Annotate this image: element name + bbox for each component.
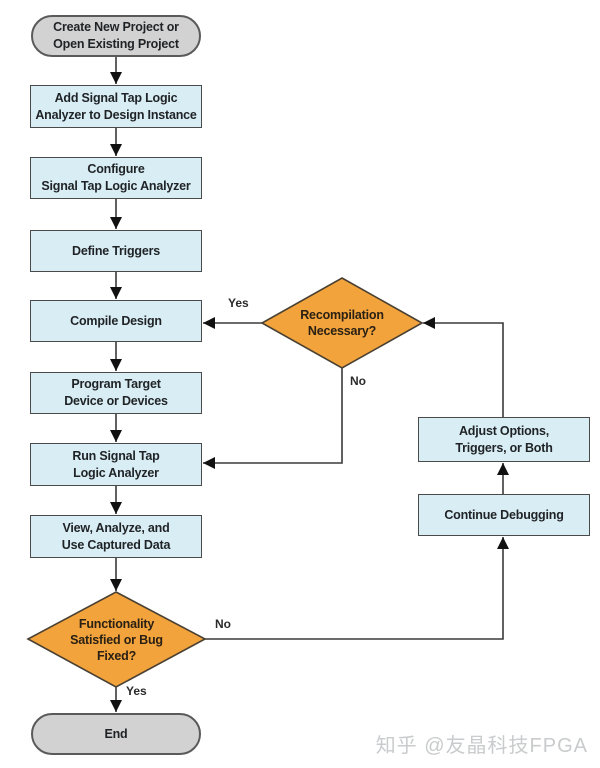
node-view-analyze-label: View, Analyze, and Use Captured Data [61, 520, 171, 552]
node-functionality-label: Functionality Satisfied or Bug Fixed? [70, 616, 163, 663]
edge-recompilation-no-to-run [203, 368, 343, 469]
edge-adjust-to-recompilation [423, 317, 504, 417]
node-add-signal-tap-label: Add Signal Tap Logic Analyzer to Design … [35, 90, 197, 122]
node-add-signal-tap: Add Signal Tap Logic Analyzer to Design … [30, 85, 202, 128]
node-adjust-options-label: Adjust Options, Triggers, or Both [455, 423, 553, 455]
node-configure-label: Configure Signal Tap Logic Analyzer [41, 162, 191, 193]
node-start: Create New Project or Open Existing Proj… [31, 15, 201, 57]
edge-label-recompilation-no: No [350, 374, 366, 388]
node-adjust-options: Adjust Options, Triggers, or Both [418, 417, 590, 462]
node-recompilation-label: Recompilation Necessary? [300, 308, 384, 338]
node-view-analyze: View, Analyze, and Use Captured Data [30, 515, 202, 558]
edge-functionality-no-to-continue [205, 537, 509, 640]
node-continue-debugging-label: Continue Debugging [444, 507, 564, 522]
node-end: End [31, 713, 201, 755]
node-configure: Configure Signal Tap Logic Analyzer [30, 157, 202, 199]
watermark: 知乎 @友晶科技FPGA [375, 735, 588, 757]
node-end-label: End [104, 726, 128, 741]
node-run-signal-tap-label: Run Signal Tap Logic Analyzer [72, 448, 160, 480]
node-program-target-label: Program Target Device or Devices [64, 377, 168, 408]
node-functionality-diamond [26, 591, 207, 688]
node-run-signal-tap: Run Signal Tap Logic Analyzer [30, 443, 202, 486]
node-define-triggers: Define Triggers [30, 230, 202, 272]
node-recompilation-diamond [260, 277, 424, 369]
node-compile-design: Compile Design [30, 300, 202, 342]
node-compile-design-label: Compile Design [70, 313, 162, 328]
node-program-target: Program Target Device or Devices [30, 372, 202, 414]
node-define-triggers-label: Define Triggers [72, 243, 160, 258]
edge-label-functionality-yes: Yes [126, 684, 147, 698]
edge-label-functionality-no: No [215, 617, 231, 631]
node-start-label: Create New Project or Open Existing Proj… [53, 20, 179, 51]
node-continue-debugging: Continue Debugging [418, 494, 590, 536]
edge-label-recompilation-yes: Yes [228, 296, 249, 310]
